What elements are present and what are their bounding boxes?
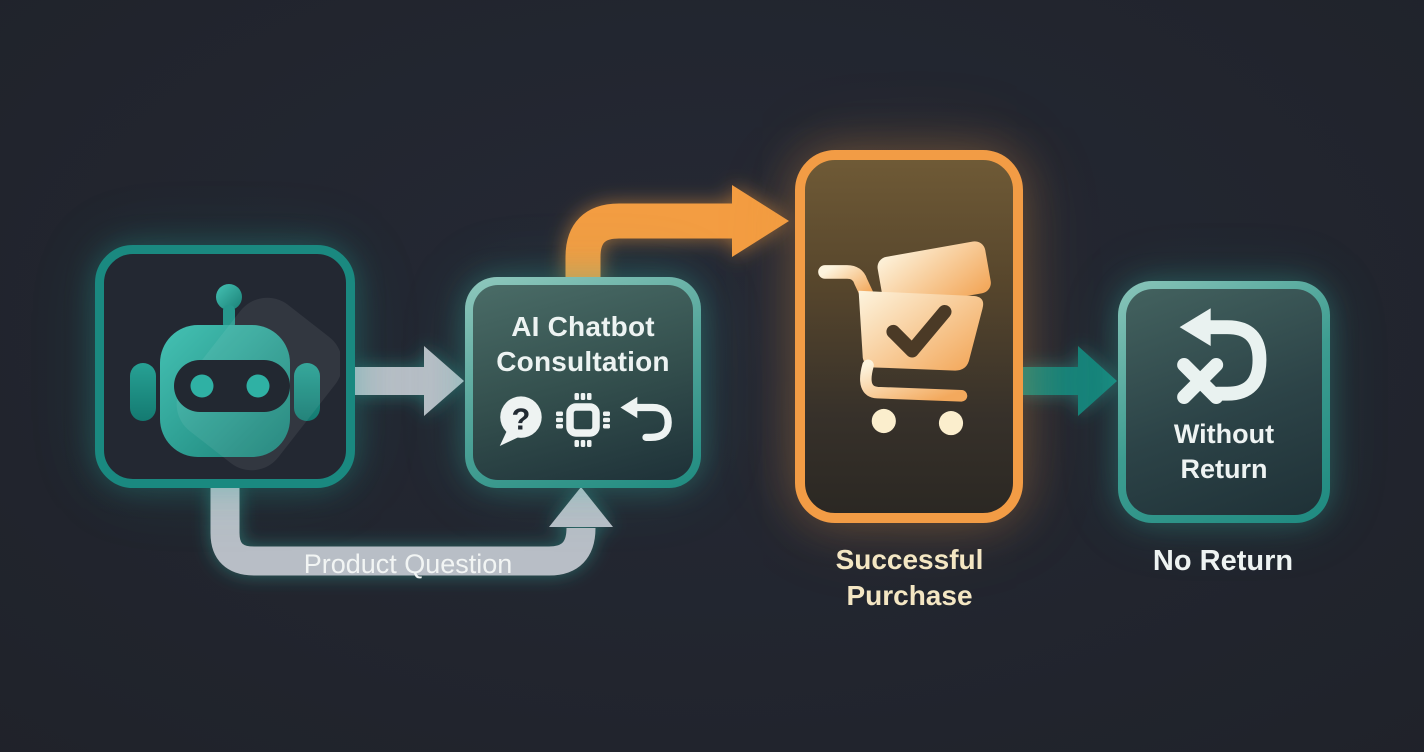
cart-handle xyxy=(818,264,875,304)
robot-eye-right xyxy=(246,374,270,397)
robot-icon xyxy=(130,283,340,470)
edge-robot-to-chatbot-arrow xyxy=(353,346,464,416)
node-customer-robot xyxy=(95,245,355,488)
robot-ear-right xyxy=(294,362,320,421)
cart-frame xyxy=(860,359,968,402)
robot-antenna-stem xyxy=(223,304,235,329)
chatbot-icons-row: ? xyxy=(493,392,673,448)
node-successful-purchase xyxy=(795,150,1023,523)
noreturn-node-title: Without Return xyxy=(1173,419,1275,484)
undo-arrow-icon xyxy=(620,396,672,441)
caption-successful-purchase: Successful Purchase xyxy=(835,544,984,611)
robot-antenna-ball xyxy=(216,283,242,310)
chatbot-node-title: AI Chatbot Consultation xyxy=(496,311,670,377)
edge-chatbot-to-purchase-arrow xyxy=(565,185,789,284)
caption-no-return: No Return xyxy=(1152,545,1294,577)
question-glyph: ? xyxy=(512,402,531,437)
robot-visor xyxy=(174,359,290,412)
cart-check-icon xyxy=(818,240,991,435)
x-mark xyxy=(1177,357,1224,404)
cart-wheel-left xyxy=(871,408,896,433)
robot-ear-left xyxy=(130,362,156,421)
node-ai-chatbot-consultation: AI Chatbot Consultation ? xyxy=(465,277,701,488)
noreturn-node-body: Without Return xyxy=(1126,289,1322,515)
check-mark xyxy=(886,304,952,357)
cpu-chip-icon xyxy=(556,393,610,447)
question-bubble-icon: ? xyxy=(499,396,542,447)
no-return-route-icon xyxy=(1177,308,1267,404)
edge-purchase-to-noreturn-arrow xyxy=(1021,346,1117,416)
edge-label-product-question: Product Question xyxy=(303,549,513,579)
node-without-return: Without Return xyxy=(1118,281,1330,523)
robot-eye-left xyxy=(190,374,214,397)
cart-package xyxy=(877,240,991,309)
cart-wheel-right xyxy=(938,410,964,435)
chatbot-node-body: AI Chatbot Consultation ? xyxy=(473,285,693,480)
edge-product-question-loop-arrow xyxy=(210,484,613,576)
